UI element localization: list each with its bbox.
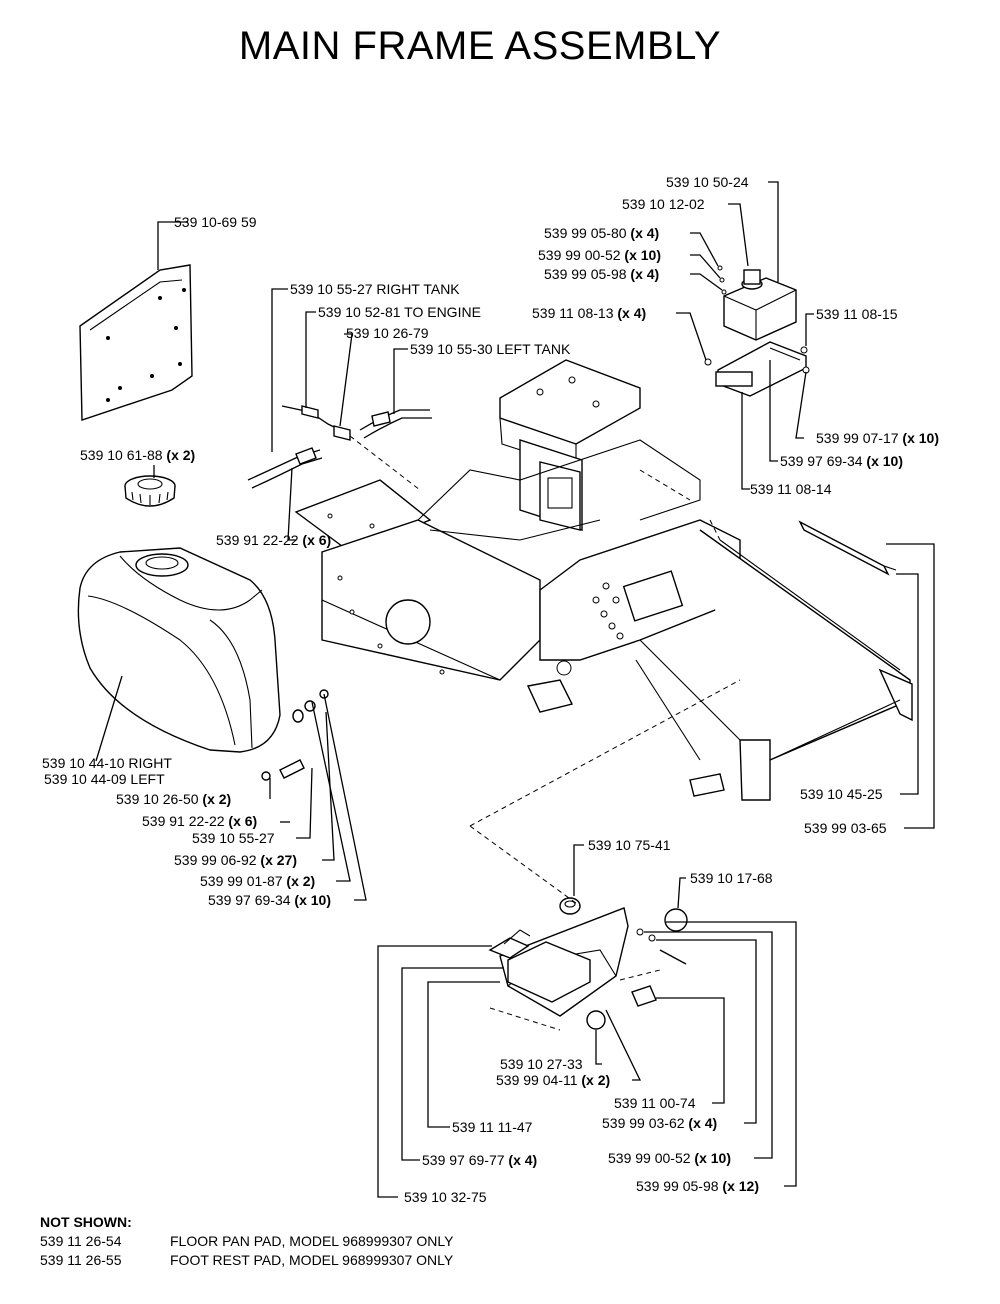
label-bracket-0815: 539 11 08-15 bbox=[816, 306, 898, 322]
label-bolt-580: 539 99 05-80 (x 4) bbox=[544, 225, 659, 241]
main-frame-part bbox=[294, 359, 913, 801]
not-shown-description: FLOOR PAN PAD, MODEL 968999307 ONLY bbox=[170, 1233, 454, 1249]
label-bolt-0362-qty: (x 4) bbox=[688, 1115, 717, 1131]
label-fitting-2650: 539 10 26-50 (x 2) bbox=[116, 791, 231, 807]
label-left-tank-hose: 539 10 55-30 LEFT TANK bbox=[410, 341, 571, 357]
not-shown-part-number: 539 11 26-55 bbox=[40, 1252, 122, 1268]
not-shown-item: 539 11 26-54 FLOOR PAN PAD, MODEL 968999… bbox=[40, 1232, 454, 1251]
label-clamp2-part: 539 91 22-22 bbox=[142, 813, 225, 829]
label-bolt-0187-qty: (x 2) bbox=[286, 873, 315, 889]
label-nut-0717-part: 539 99 07-17 bbox=[816, 430, 899, 446]
label-nut-0717-qty: (x 10) bbox=[902, 430, 939, 446]
label-knob-1768: 539 10 17-68 bbox=[690, 870, 773, 886]
tank-fittings-part bbox=[261, 689, 329, 781]
label-nut-0717: 539 99 07-17 (x 10) bbox=[816, 430, 939, 446]
label-bolt-0187-part: 539 99 01-87 bbox=[200, 873, 283, 889]
seat-panel-part bbox=[79, 264, 193, 421]
label-bushing-7541: 539 10 75-41 bbox=[588, 837, 671, 853]
fuel-tank-part bbox=[77, 547, 281, 753]
fuel-cap-part bbox=[124, 475, 176, 507]
not-shown-header: NOT SHOWN: bbox=[40, 1214, 132, 1230]
label-washer-6977-qty: (x 4) bbox=[508, 1152, 537, 1168]
label-grommet: 539 11 08-13 (x 4) bbox=[532, 305, 646, 321]
label-bolt-0187: 539 99 01-87 (x 2) bbox=[200, 873, 315, 889]
label-hose-79: 539 10 26-79 bbox=[346, 325, 429, 341]
not-shown-item: 539 11 26-55 FOOT REST PAD, MODEL 968999… bbox=[40, 1251, 454, 1270]
leader-lines bbox=[95, 181, 935, 1198]
label-frame: 539 10 45-25 bbox=[800, 786, 883, 802]
label-nut-0411: 539 99 04-11 (x 2) bbox=[496, 1072, 610, 1088]
label-clamp2-qty: (x 6) bbox=[228, 813, 257, 829]
label-right-tank-hose: 539 10 55-27 RIGHT TANK bbox=[290, 281, 460, 297]
label-bolt-598: 539 99 05-98 (x 4) bbox=[544, 266, 659, 282]
label-washer-6934-top-part: 539 97 69-34 bbox=[780, 453, 863, 469]
label-bolt-0598b-qty: (x 12) bbox=[722, 1178, 759, 1194]
label-nut-0411-part: 539 99 04-11 bbox=[496, 1072, 578, 1088]
label-bolt-580-qty: (x 4) bbox=[630, 225, 659, 241]
label-washer-6934-top-qty: (x 10) bbox=[866, 453, 903, 469]
pedal-assembly-part bbox=[488, 897, 688, 1031]
label-bolt-580-part: 539 99 05-80 bbox=[544, 225, 627, 241]
label-plate-0814: 539 11 08-14 bbox=[750, 481, 832, 497]
label-bolt-0692: 539 99 06-92 (x 27) bbox=[174, 852, 297, 868]
label-fuel-cap-part: 539 10 61-88 bbox=[80, 447, 163, 463]
label-bolt-598-part: 539 99 05-98 bbox=[544, 266, 627, 282]
label-washer-6934-left: 539 97 69-34 (x 10) bbox=[208, 892, 331, 908]
alignment-lines bbox=[469, 469, 741, 907]
rod-part bbox=[798, 520, 897, 576]
label-washer-052-part: 539 99 00-52 bbox=[538, 247, 621, 263]
reservoir-part bbox=[704, 265, 810, 397]
fuel-hoses-part bbox=[247, 405, 432, 491]
label-washer-6977: 539 97 69-77 (x 4) bbox=[422, 1152, 537, 1168]
label-clamp-qty: (x 6) bbox=[302, 532, 331, 548]
label-fuel-cap: 539 10 61-88 (x 2) bbox=[80, 447, 195, 463]
label-reservoir: 539 10 50-24 bbox=[666, 174, 749, 190]
label-nut-0411-qty: (x 2) bbox=[581, 1072, 610, 1088]
label-fitting-2650-part: 539 10 26-50 bbox=[116, 791, 199, 807]
label-washer-6934-top: 539 97 69-34 (x 10) bbox=[780, 453, 903, 469]
label-tank-right: 539 10 44-10 RIGHT bbox=[42, 755, 172, 771]
label-washer-052-qty: (x 10) bbox=[624, 247, 661, 263]
not-shown-part-number: 539 11 26-54 bbox=[40, 1233, 122, 1249]
not-shown-section: NOT SHOWN: 539 11 26-54 FLOOR PAN PAD, M… bbox=[40, 1214, 454, 1270]
part-labels: 539 10-69 59 539 10 55-27 RIGHT TANK 539… bbox=[42, 174, 939, 1205]
label-clamp: 539 91 22-22 (x 6) bbox=[216, 532, 331, 548]
label-bolt-0365: 539 99 03-65 bbox=[804, 820, 887, 836]
label-bolt-598-qty: (x 4) bbox=[630, 266, 659, 282]
label-clamp2: 539 91 22-22 (x 6) bbox=[142, 813, 257, 829]
label-grommet-qty: (x 4) bbox=[617, 305, 646, 321]
label-pad-0074: 539 11 00-74 bbox=[614, 1095, 696, 1111]
label-hose-5527: 539 10 55-27 bbox=[192, 830, 275, 846]
label-grommet-part: 539 11 08-13 bbox=[532, 305, 614, 321]
label-bolt-0692-qty: (x 27) bbox=[260, 852, 297, 868]
label-bolt-0692-part: 539 99 06-92 bbox=[174, 852, 257, 868]
label-tank-left: 539 10 44-09 LEFT bbox=[44, 771, 165, 787]
label-washer-6977-part: 539 97 69-77 bbox=[422, 1152, 505, 1168]
label-washer-052: 539 99 00-52 (x 10) bbox=[538, 247, 661, 263]
page-title: MAIN FRAME ASSEMBLY bbox=[238, 24, 722, 68]
label-bolt-0362: 539 99 03-62 (x 4) bbox=[602, 1115, 717, 1131]
label-seat-panel: 539 10-69 59 bbox=[174, 214, 257, 230]
label-bolt-0362-part: 539 99 03-62 bbox=[602, 1115, 685, 1131]
label-washer-0052b: 539 99 00-52 (x 10) bbox=[608, 1150, 731, 1166]
label-washer-6934-left-part: 539 97 69-34 bbox=[208, 892, 291, 908]
label-bolt-0598b-part: 539 99 05-98 bbox=[636, 1178, 719, 1194]
label-engine-hose: 539 10 52-81 TO ENGINE bbox=[318, 304, 481, 320]
label-pedal-3275: 539 10 32-75 bbox=[404, 1189, 487, 1205]
label-washer-6934-left-qty: (x 10) bbox=[294, 892, 331, 908]
label-washer-0052b-qty: (x 10) bbox=[694, 1150, 731, 1166]
label-bracket-1147: 539 11 11-47 bbox=[452, 1119, 533, 1135]
label-washer-0052b-part: 539 99 00-52 bbox=[608, 1150, 691, 1166]
not-shown-description: FOOT REST PAD, MODEL 968999307 ONLY bbox=[170, 1252, 454, 1268]
label-cap-2733: 539 10 27-33 bbox=[500, 1056, 583, 1072]
label-fuel-cap-qty: (x 2) bbox=[166, 447, 195, 463]
label-reservoir-cap: 539 10 12-02 bbox=[622, 196, 705, 212]
label-fitting-2650-qty: (x 2) bbox=[202, 791, 231, 807]
label-bolt-0598b: 539 99 05-98 (x 12) bbox=[636, 1178, 759, 1194]
label-clamp-part: 539 91 22-22 bbox=[216, 532, 299, 548]
